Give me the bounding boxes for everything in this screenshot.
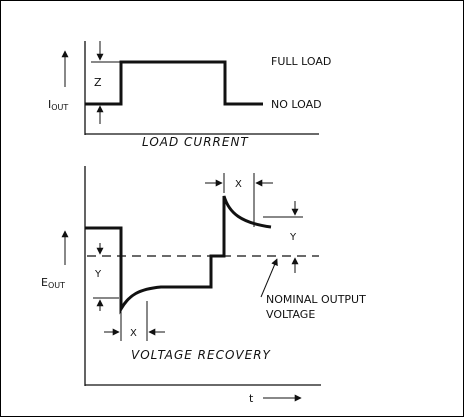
load-current-waveform	[85, 60, 263, 106]
time-axis-label: t	[249, 392, 254, 405]
y-right-label: Y	[289, 232, 297, 243]
y-left-label: Y	[94, 269, 102, 280]
voltage-recovery-caption: VOLTAGE RECOVERY	[131, 348, 272, 362]
z-label: Z	[94, 76, 102, 89]
e-out-label: EOUT	[41, 276, 65, 290]
load-current-caption: LOAD CURRENT	[142, 135, 249, 149]
load-current-panel: Z IOUT FULL LOAD NO LOAD LOAD CURRENT	[48, 41, 331, 149]
nominal-callout-arrow	[260, 258, 278, 298]
voltage-recovery-panel: X Y Y X EOUT NOMINAL OUTPUT VOLTAGE VOLT…	[41, 166, 366, 405]
no-load-label: NO LOAD	[271, 98, 322, 111]
nominal-label-line1: NOMINAL OUTPUT	[266, 293, 366, 306]
x-bottom-label: X	[130, 328, 137, 339]
voltage-waveform	[85, 195, 272, 315]
nominal-label-line2: VOLTAGE	[266, 308, 315, 321]
full-load-label: FULL LOAD	[271, 55, 331, 68]
i-out-label: IOUT	[48, 98, 68, 112]
x-top-label: X	[235, 179, 242, 190]
